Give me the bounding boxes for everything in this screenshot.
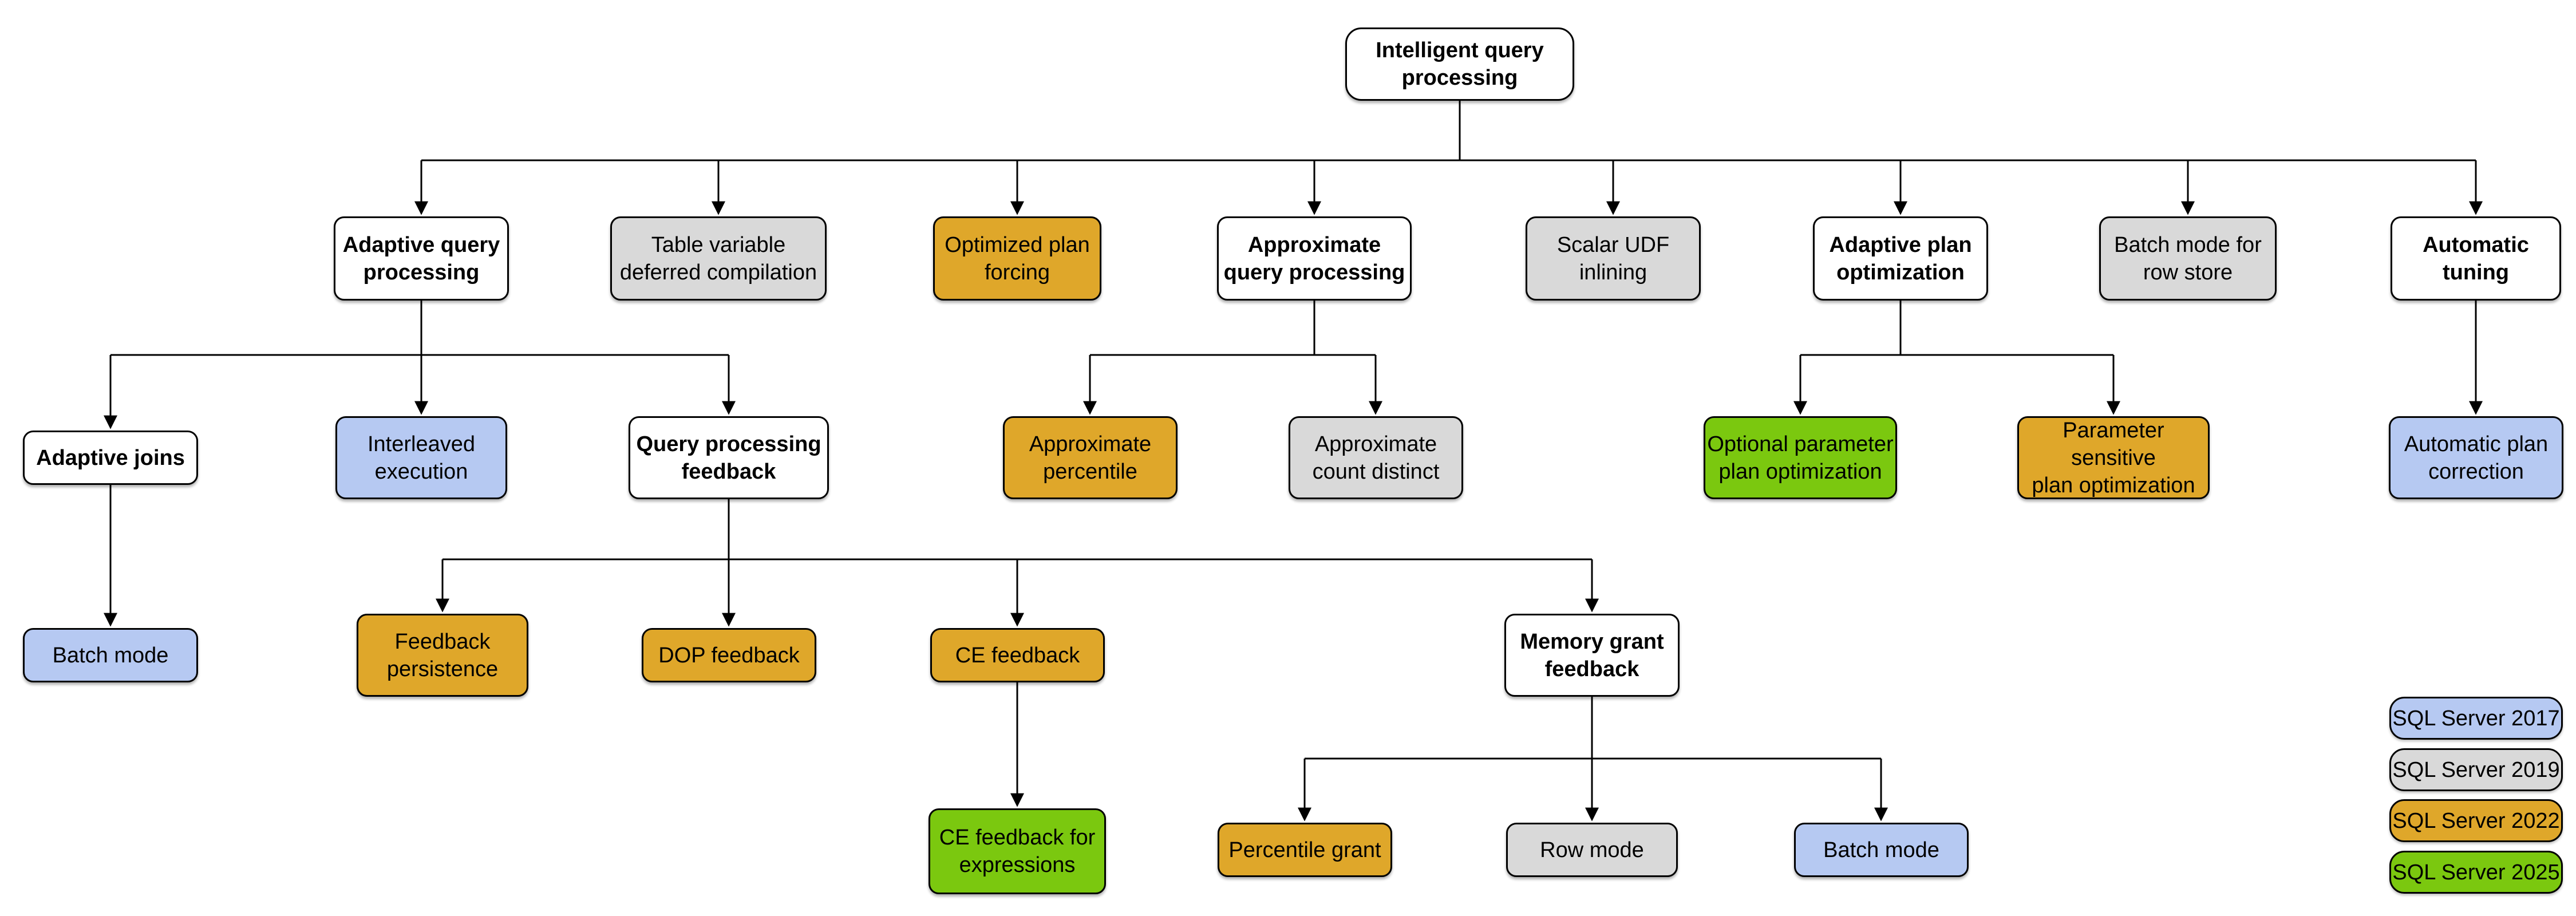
node-adaptive-query-processing: Adaptive query processing <box>334 216 509 301</box>
node-percentile-grant: Percentile grant <box>1218 823 1392 877</box>
node-scalar-udf-inlining: Scalar UDF inlining <box>1526 216 1701 301</box>
node-automatic-plan-correction: Automatic plan correction <box>2389 416 2563 499</box>
node-intelligent-query-processing: Intelligent query processing <box>1345 27 1574 101</box>
node-batch-mode-memory-grant: Batch mode <box>1794 823 1969 877</box>
node-optional-parameter-plan-optimization: Optional parameter plan optimization <box>1704 416 1897 499</box>
node-adaptive-joins: Adaptive joins <box>23 431 198 485</box>
node-approximate-percentile: Approximate percentile <box>1003 416 1178 499</box>
node-interleaved-execution: Interleaved execution <box>335 416 507 499</box>
legend-sql-server-2022: SQL Server 2022 <box>2389 799 2563 842</box>
node-ce-feedback-for-expressions: CE feedback for expressions <box>929 808 1106 894</box>
legend-sql-server-2017: SQL Server 2017 <box>2389 697 2563 740</box>
node-automatic-tuning: Automatic tuning <box>2391 216 2561 301</box>
node-optimized-plan-forcing: Optimized plan forcing <box>933 216 1101 301</box>
node-table-variable-deferred-compilation: Table variable deferred compilation <box>610 216 827 301</box>
node-memory-grant-feedback: Memory grant feedback <box>1504 614 1680 697</box>
node-dop-feedback: DOP feedback <box>642 628 816 682</box>
node-parameter-sensitive-plan-optimization: Parameter sensitive plan optimization <box>2017 416 2210 499</box>
node-row-mode: Row mode <box>1506 823 1678 877</box>
node-approximate-count-distinct: Approximate count distinct <box>1289 416 1463 499</box>
node-adaptive-plan-optimization: Adaptive plan optimization <box>1813 216 1988 301</box>
node-feedback-persistence: Feedback persistence <box>357 614 528 697</box>
node-batch-mode-for-row-store: Batch mode for row store <box>2099 216 2277 301</box>
legend-sql-server-2025: SQL Server 2025 <box>2389 851 2563 894</box>
node-approximate-query-processing: Approximate query processing <box>1217 216 1412 301</box>
node-query-processing-feedback: Query processing feedback <box>629 416 829 499</box>
legend-sql-server-2019: SQL Server 2019 <box>2389 748 2563 791</box>
node-ce-feedback: CE feedback <box>930 628 1105 682</box>
node-batch-mode-adaptive-joins: Batch mode <box>23 628 198 682</box>
